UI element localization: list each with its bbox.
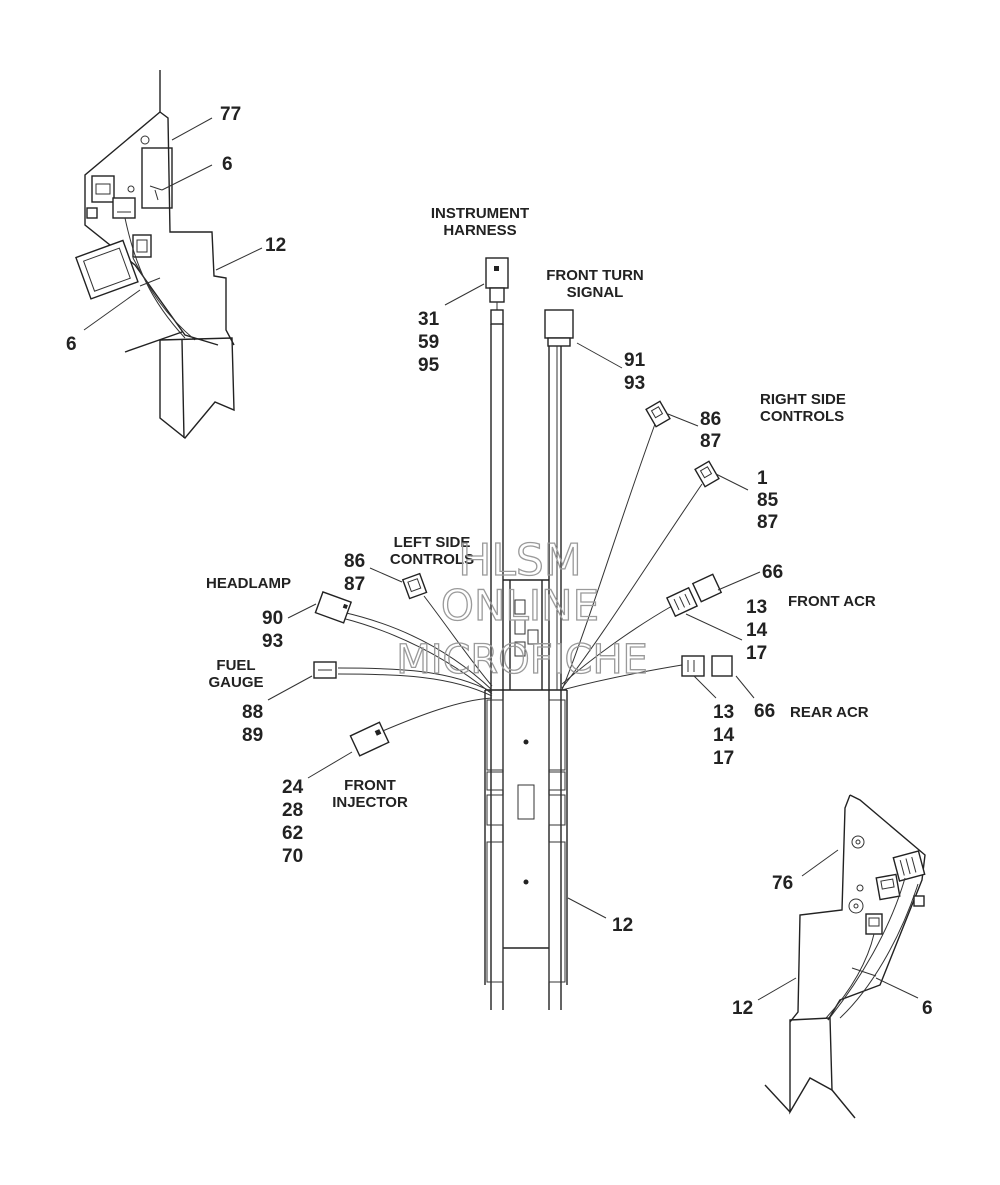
front-turn-signal-label-line1: FRONT TURN: [546, 267, 644, 284]
front-injector-label-line2: INJECTOR: [332, 794, 408, 811]
fuel-gauge-label-line2: GAUGE: [208, 674, 263, 691]
inset-right-callout-6: 6: [922, 998, 933, 1019]
instrument-harness-label-line2: HARNESS: [443, 222, 516, 239]
watermark: HLSM ONLINE MICROFICHE: [396, 534, 649, 683]
instrument-harness-num-95: 95: [418, 355, 440, 376]
front-acr-label: FRONT ACR: [788, 593, 876, 610]
watermark-line3: MICROFICHE: [396, 637, 648, 683]
front-injector-num-70: 70: [282, 846, 303, 867]
right-side-controls-num-87: 87: [700, 431, 721, 452]
inset-left-callout-77: 77: [220, 104, 241, 125]
rear-acr-num-13: 13: [713, 702, 734, 723]
left-side-controls-label-line2: CONTROLS: [390, 551, 474, 568]
watermark-line2: ONLINE: [441, 581, 599, 630]
instrument-harness-label-line1: INSTRUMENT: [431, 205, 529, 222]
front-injector-num-62: 62: [282, 823, 303, 844]
right-side-controls-num-86: 86: [700, 409, 721, 430]
left-side-controls-label-line1: LEFT SIDE: [394, 534, 471, 551]
main-frame-callout-12: 12: [612, 915, 633, 936]
left-side-controls-num-86: 86: [344, 551, 365, 572]
right-side-controls-num-85: 85: [757, 490, 779, 511]
front-acr-num-14: 14: [746, 620, 768, 641]
inset-left-bracket: [75, 70, 263, 439]
front-acr-num-17: 17: [746, 643, 767, 664]
rear-acr-label: REAR ACR: [790, 704, 869, 721]
rear-acr-num-66: 66: [754, 701, 775, 722]
front-injector-label-line1: FRONT: [344, 777, 396, 794]
front-acr-num-13: 13: [746, 597, 767, 618]
headlamp-num-90: 90: [262, 608, 283, 629]
inset-right-bracket: [757, 794, 926, 1119]
front-turn-signal-num-93: 93: [624, 373, 645, 394]
right-side-controls-label-line2: CONTROLS: [760, 408, 844, 425]
front-turn-signal-label-line2: SIGNAL: [567, 284, 624, 301]
fuel-gauge-num-89: 89: [242, 725, 263, 746]
front-acr-num-66: 66: [762, 562, 783, 583]
headlamp-label: HEADLAMP: [206, 575, 291, 592]
inset-left-callout-6-lower: 6: [66, 334, 77, 355]
watermark-line1: HLSM: [458, 535, 582, 586]
front-injector-num-28: 28: [282, 800, 303, 821]
inset-right-callout-12: 12: [732, 998, 753, 1019]
headlamp-num-93: 93: [262, 631, 283, 652]
front-injector-num-24: 24: [282, 777, 304, 798]
inset-left-callout-6: 6: [222, 154, 233, 175]
right-side-controls-label-line1: RIGHT SIDE: [760, 391, 846, 408]
fuel-gauge-label-line1: FUEL: [216, 657, 255, 674]
inset-right-callout-76: 76: [772, 873, 793, 894]
main-harness: [267, 257, 761, 1010]
inset-left-callout-12: 12: [265, 235, 286, 256]
fuel-gauge-num-88: 88: [242, 702, 263, 723]
right-side-controls-num-87b: 87: [757, 512, 778, 533]
instrument-harness-num-59: 59: [418, 332, 439, 353]
left-side-controls-num-87: 87: [344, 574, 365, 595]
front-turn-signal-num-91: 91: [624, 350, 646, 371]
right-side-controls-num-1: 1: [757, 468, 768, 489]
rear-acr-num-17: 17: [713, 748, 734, 769]
rear-acr-num-14: 14: [713, 725, 735, 746]
instrument-harness-num-31: 31: [418, 309, 440, 330]
